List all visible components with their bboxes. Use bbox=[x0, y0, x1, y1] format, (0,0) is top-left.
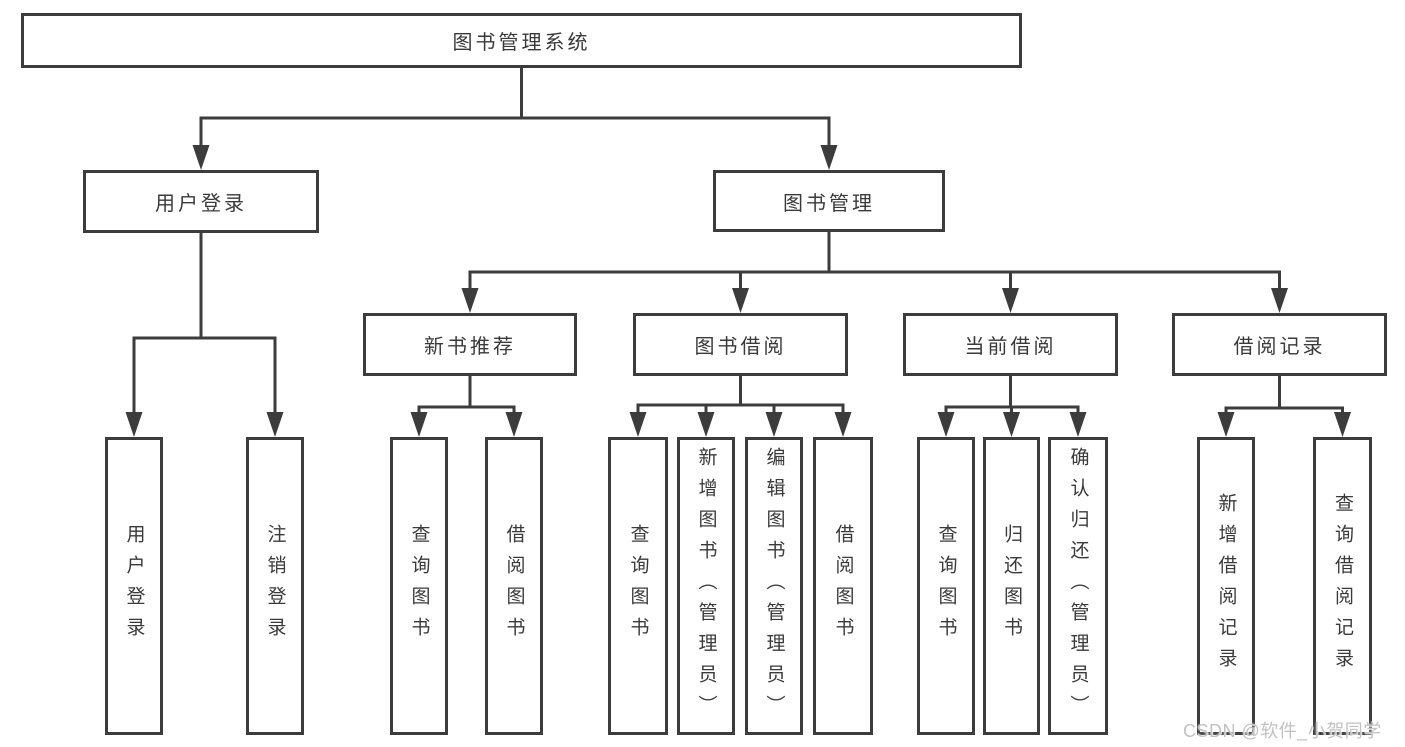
node-borrow-record-label: 借阅记录 bbox=[1233, 336, 1326, 358]
leaf-br-add-label: 新增借阅记录 bbox=[1215, 493, 1237, 679]
leaf-bb-edit-label: 编辑图书（管理员） bbox=[763, 446, 785, 726]
leaf-bb-borrow-label: 借阅图书 bbox=[832, 524, 854, 648]
leaf-nb-borrow: 借阅图书 bbox=[485, 437, 543, 735]
leaf-cb-confirm-label: 确认归还（管理员） bbox=[1067, 446, 1089, 726]
node-book-borrow-label: 图书借阅 bbox=[694, 336, 787, 358]
leaf-user-login-label: 用户登录 bbox=[123, 524, 145, 648]
leaf-br-add: 新增借阅记录 bbox=[1197, 437, 1255, 735]
connector-edges bbox=[132, 68, 1344, 412]
node-current-borrow: 当前借阅 bbox=[903, 313, 1118, 376]
leaf-bb-query: 查询图书 bbox=[608, 437, 668, 735]
leaf-nb-query: 查询图书 bbox=[390, 437, 448, 735]
leaf-nb-borrow-label: 借阅图书 bbox=[503, 524, 525, 648]
leaf-user-login: 用户登录 bbox=[105, 437, 163, 735]
node-root-label: 图书管理系统 bbox=[452, 32, 591, 54]
leaf-br-query-label: 查询借阅记录 bbox=[1332, 493, 1353, 679]
edge-paths bbox=[132, 68, 1344, 412]
node-user-login: 用户登录 bbox=[83, 170, 319, 233]
node-book-mgmt-label: 图书管理 bbox=[783, 192, 875, 215]
node-user-login-label: 用户登录 bbox=[155, 193, 247, 215]
node-root: 图书管理系统 bbox=[21, 13, 1022, 68]
leaf-bb-borrow: 借阅图书 bbox=[813, 437, 873, 735]
leaf-br-query: 查询借阅记录 bbox=[1313, 437, 1372, 735]
watermark: CSDN @软件_小贺同学 bbox=[1183, 721, 1382, 741]
leaf-cb-query: 查询图书 bbox=[917, 437, 975, 735]
node-new-book-rec-label: 新书推荐 bbox=[424, 336, 516, 358]
leaf-logout: 注销登录 bbox=[246, 437, 304, 735]
node-book-mgmt: 图书管理 bbox=[713, 170, 945, 232]
leaf-cb-query-label: 查询图书 bbox=[935, 524, 957, 648]
leaf-bb-edit: 编辑图书（管理员） bbox=[745, 437, 803, 735]
leaf-cb-return: 归还图书 bbox=[983, 437, 1040, 735]
leaf-logout-label: 注销登录 bbox=[264, 524, 286, 648]
leaf-cb-return-label: 归还图书 bbox=[1001, 524, 1022, 648]
leaf-bb-add-label: 新增图书（管理员） bbox=[695, 446, 717, 726]
leaf-bb-query-label: 查询图书 bbox=[627, 524, 649, 648]
arrowhead-icons bbox=[125, 145, 1351, 437]
node-borrow-record: 借阅记录 bbox=[1172, 313, 1387, 376]
node-book-borrow: 图书借阅 bbox=[633, 313, 848, 376]
node-current-borrow-label: 当前借阅 bbox=[964, 336, 1057, 358]
node-new-book-rec: 新书推荐 bbox=[363, 313, 577, 376]
leaf-bb-add: 新增图书（管理员） bbox=[677, 437, 735, 735]
leaf-cb-confirm: 确认归还（管理员） bbox=[1048, 437, 1108, 735]
leaf-nb-query-label: 查询图书 bbox=[408, 524, 430, 648]
